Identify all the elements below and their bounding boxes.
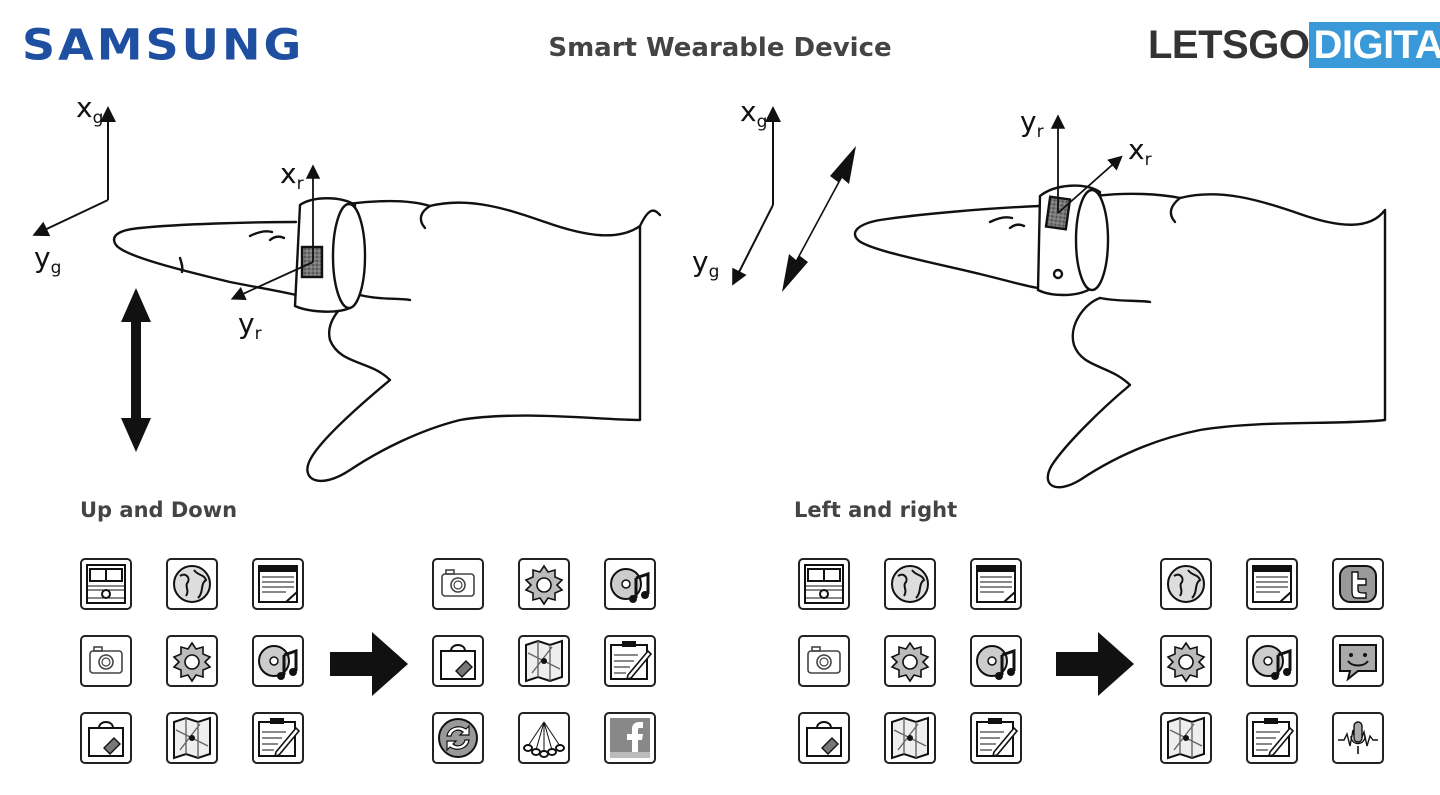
left-transition-arrow-icon [330, 632, 408, 696]
notepad-icon [1246, 558, 1298, 610]
radio-icon [80, 558, 132, 610]
notes-pencil-icon [1246, 712, 1298, 764]
notepad-icon [252, 558, 304, 610]
sync-icon [432, 712, 484, 764]
samsung-logo: SAMSUNG [22, 20, 305, 70]
left-ring-axes [230, 164, 321, 301]
right-transition-arrow-icon [1056, 632, 1134, 696]
page-title: Smart Wearable Device [548, 33, 892, 63]
map-icon [884, 712, 936, 764]
right-xr-label: xr [1128, 133, 1152, 170]
section-label-up-down: Up and Down [80, 498, 238, 522]
gear-icon [518, 558, 570, 610]
gear-icon [166, 635, 218, 687]
up-down-double-arrow-icon [121, 288, 151, 452]
left-yg-label: yg [34, 241, 62, 278]
camera-icon [798, 635, 850, 687]
facebook-icon [604, 712, 656, 764]
chat-smiley-icon [1332, 635, 1384, 687]
left-xr-label: xr [280, 157, 304, 194]
notes-pencil-icon [252, 712, 304, 764]
notes-pencil-icon [970, 712, 1022, 764]
section-label-left-right: Left and right [794, 498, 958, 522]
right-ring-axes [1050, 114, 1123, 214]
camera-icon [432, 558, 484, 610]
music-cd-icon [252, 635, 304, 687]
camera-icon [80, 635, 132, 687]
twitter-icon [1332, 558, 1384, 610]
microphone-icon [1332, 712, 1384, 764]
right-ring-drawing [1036, 184, 1110, 297]
right-yr-label: yr [1020, 105, 1044, 142]
music-cd-icon [1246, 635, 1298, 687]
globe-icon [1160, 558, 1212, 610]
letsgodigital-logo-part-b: DIGITAL [1309, 22, 1440, 68]
left-xg-label: xg [76, 91, 104, 128]
radio-icon [798, 558, 850, 610]
left-global-axes [32, 106, 116, 237]
diagonal-double-arrow-icon [782, 146, 856, 292]
map-icon [518, 635, 570, 687]
right-hand-drawing [853, 192, 1387, 489]
music-cd-icon [604, 558, 656, 610]
letsgodigital-logo-part-a: LETSGO [1148, 23, 1310, 67]
right-xg-label: xg [740, 95, 768, 132]
gear-icon [1160, 635, 1212, 687]
gear-icon [884, 635, 936, 687]
letsgodigital-logo: LETSGO DIGITAL [1148, 22, 1440, 68]
music-cd-icon [970, 635, 1022, 687]
globe-icon [884, 558, 936, 610]
left-hand-drawing [112, 200, 662, 482]
right-global-axes [732, 106, 781, 286]
right-yg-label: yg [692, 245, 720, 282]
network-icon [518, 712, 570, 764]
notepad-icon [970, 558, 1022, 610]
map-icon [166, 712, 218, 764]
shopping-bag-icon [80, 712, 132, 764]
notes-pencil-icon [604, 635, 656, 687]
shopping-bag-icon [432, 635, 484, 687]
left-ring-drawing [293, 197, 367, 313]
left-yr-label: yr [238, 307, 262, 344]
globe-icon [166, 558, 218, 610]
map-icon [1160, 712, 1212, 764]
shopping-bag-icon [798, 712, 850, 764]
